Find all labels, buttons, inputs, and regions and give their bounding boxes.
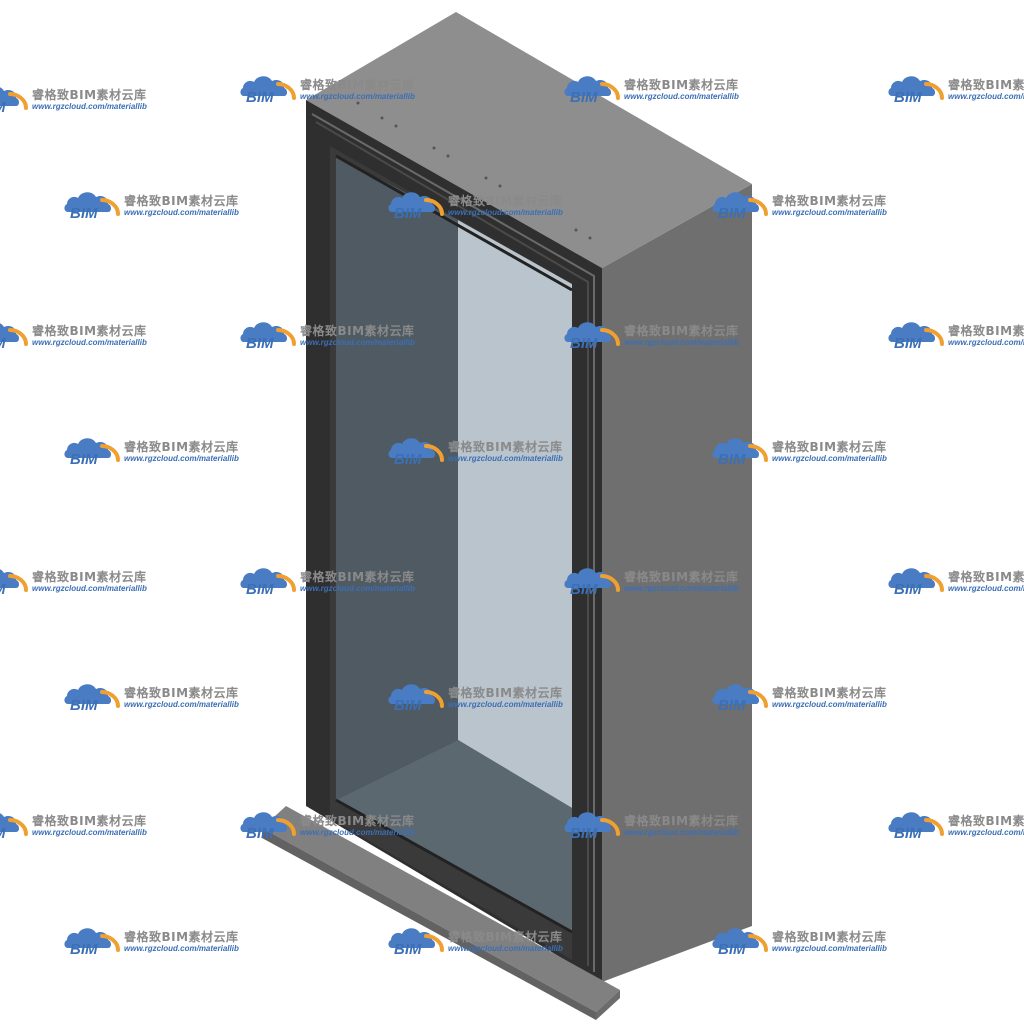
- wall-top-face: [306, 12, 752, 268]
- glass-border-line: [335, 154, 573, 292]
- glass-border-line-2: [335, 798, 573, 934]
- frame-edge-line: [311, 113, 595, 972]
- glass-pane-left: [336, 156, 458, 800]
- glass-pane-back: [458, 220, 572, 808]
- glass-pane-bottom: [336, 740, 572, 932]
- window-sill-front: [262, 828, 596, 1020]
- frame-edge-line-2: [315, 121, 589, 966]
- window-sill-top: [262, 806, 620, 1012]
- wall-side-face: [602, 184, 752, 982]
- window-sill-end: [596, 990, 620, 1020]
- frame-fastener-dots: [356, 101, 592, 240]
